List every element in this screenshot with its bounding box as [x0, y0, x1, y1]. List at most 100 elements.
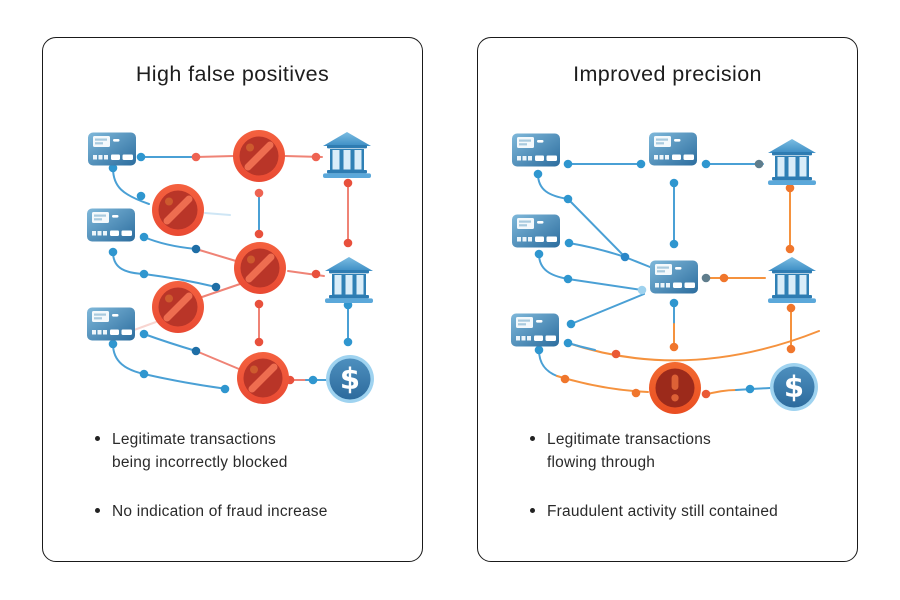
panel-high-false-positives: High false positives Legitimate transact…	[42, 37, 423, 562]
bank-2-icon	[768, 257, 816, 303]
blocked-transaction-5-icon	[237, 352, 289, 404]
flow-node-dot	[311, 269, 321, 279]
flow-line	[143, 373, 228, 390]
flow-node-dot	[254, 229, 264, 239]
bullet-dot	[530, 507, 535, 513]
flow-line	[143, 333, 197, 352]
flow-line	[538, 349, 558, 377]
credit-card-4-icon	[511, 313, 559, 347]
flow-line	[284, 155, 323, 158]
flow-line	[538, 253, 569, 280]
flow-node-dot	[669, 298, 679, 308]
panel-title: High false positives	[135, 62, 330, 86]
flow-node-dot	[637, 285, 647, 295]
credit-card-hub-icon	[650, 260, 698, 294]
flow-node-dot	[669, 239, 679, 249]
flow-node-dot	[563, 159, 573, 169]
flow-line	[112, 343, 145, 375]
flow-node-dot	[560, 374, 570, 384]
flow-line	[567, 342, 596, 351]
flow-node-dot	[139, 369, 149, 379]
flow-line	[195, 350, 240, 370]
flow-node-dot	[108, 247, 118, 257]
flow-node-dot	[669, 178, 679, 188]
flow-node-dot	[311, 152, 321, 162]
flow-node-dot	[786, 303, 796, 313]
fraud-alert-icon	[649, 362, 701, 414]
flow-node-dot	[745, 384, 755, 394]
flow-node-dot	[636, 159, 646, 169]
flow-node-dot	[620, 252, 630, 262]
panel-title: Improved precision	[573, 62, 762, 86]
flow-node-dot	[669, 342, 679, 352]
flow-line	[537, 173, 569, 200]
flow-node-dot	[754, 159, 764, 169]
credit-card-3-icon	[512, 214, 560, 248]
flow-line	[735, 387, 771, 391]
credit-card-2-icon	[87, 208, 135, 242]
flow-node-dot	[343, 178, 353, 188]
credit-card-3-icon	[87, 307, 135, 341]
flow-node-dot	[191, 244, 201, 254]
flow-line	[143, 273, 217, 288]
flow-node-dot	[564, 238, 574, 248]
flow-line	[567, 330, 820, 362]
bullet-list: Legitimate transactions being incorrectl…	[95, 428, 406, 548]
bullet-dot	[95, 436, 100, 441]
flow-node-dot	[534, 249, 544, 259]
flow-node-dot	[220, 384, 230, 394]
flow-node-dot	[701, 159, 711, 169]
flow-node-dot	[254, 188, 264, 198]
flow-node-dot	[139, 269, 149, 279]
flow-node-dot	[719, 273, 729, 283]
flow-line	[201, 283, 241, 298]
bank-1-icon	[768, 139, 816, 185]
bullet-text: Legitimate transactions flowing through	[547, 431, 711, 472]
bullet-dot	[530, 436, 535, 441]
flow-node-dot	[191, 152, 201, 162]
bullet-item: Legitimate transactions being incorrectl…	[95, 428, 406, 475]
credit-card-1-icon	[88, 132, 136, 166]
flow-line	[567, 278, 643, 291]
flow-node-dot	[254, 337, 264, 347]
flow-node-dot	[343, 238, 353, 248]
flow-node-dot	[566, 319, 576, 329]
flow-line	[112, 167, 150, 205]
flow-line	[143, 236, 197, 250]
flow-node-dot	[139, 329, 149, 339]
bullet-item: Fraudulent activity still contained	[530, 500, 841, 523]
flow-node-dot	[611, 349, 621, 359]
flow-node-dot	[139, 232, 149, 242]
blocked-transaction-1-icon	[233, 130, 285, 182]
flow-node-dot	[285, 375, 295, 385]
flow-node-dot	[108, 339, 118, 349]
flow-node-dot	[343, 300, 353, 310]
credit-card-2-icon	[649, 132, 697, 166]
flow-line	[204, 212, 231, 216]
flow-node-dot	[563, 194, 573, 204]
blocked-transaction-4-icon	[152, 281, 204, 333]
flow-node-dot	[785, 183, 795, 193]
blocked-transaction-3-icon	[234, 242, 286, 294]
bullet-text: Legitimate transactions being incorrectl…	[112, 431, 288, 472]
flow-node-dot	[563, 274, 573, 284]
bank-2-icon	[325, 257, 373, 303]
flow-line	[624, 256, 651, 268]
flow-line	[133, 321, 157, 331]
flow-node-dot	[701, 389, 711, 399]
bullet-text: No indication of fraud increase	[112, 502, 328, 520]
flow-node-dot	[191, 346, 201, 356]
flow-node-dot	[308, 375, 318, 385]
flow-line	[568, 242, 626, 258]
money-1-icon	[770, 363, 818, 411]
flow-node-dot	[533, 169, 543, 179]
credit-card-1-icon	[512, 133, 560, 167]
bank-1-icon	[323, 132, 371, 178]
flow-line	[567, 198, 626, 258]
flow-node-dot	[108, 163, 118, 173]
flow-line	[112, 251, 145, 275]
flow-node-dot	[534, 345, 544, 355]
flow-line	[287, 270, 325, 277]
flow-node-dot	[785, 244, 795, 254]
flow-line	[195, 155, 235, 158]
